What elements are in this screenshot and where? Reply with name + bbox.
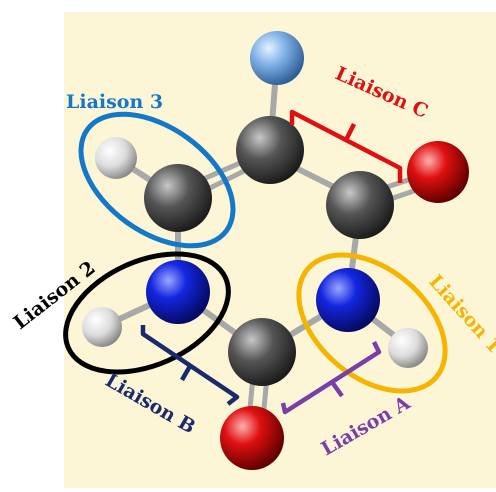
liaison-3-label: Liaison 3 <box>66 91 163 113</box>
oxygen-atom-top <box>407 141 469 203</box>
nitrogen-atom-n3 <box>316 268 380 332</box>
hydrogen-atom-n3 <box>388 328 428 368</box>
liaison-1-ellipse <box>296 252 448 394</box>
nitrogen-atom-n1 <box>146 260 210 324</box>
hydrogen-atom-c6 <box>95 137 137 179</box>
oxygen-atom-bottom <box>220 406 284 470</box>
liaison-c-bracket <box>289 109 403 183</box>
carbon-atom-c2 <box>228 318 296 386</box>
carbon-atom-c6 <box>144 164 212 232</box>
liaison-3-ellipse <box>78 111 236 249</box>
carbon-atom-c5 <box>236 116 304 184</box>
carbon-atom-c4 <box>326 171 394 239</box>
fluorine-atom <box>250 31 304 85</box>
background-panel <box>64 12 496 488</box>
hydrogen-atom-n1 <box>82 307 122 347</box>
liaison-2-ellipse <box>63 251 231 375</box>
liaison-a-bracket <box>280 340 382 415</box>
atoms <box>82 31 469 470</box>
liaison-b-bracket <box>140 325 240 406</box>
